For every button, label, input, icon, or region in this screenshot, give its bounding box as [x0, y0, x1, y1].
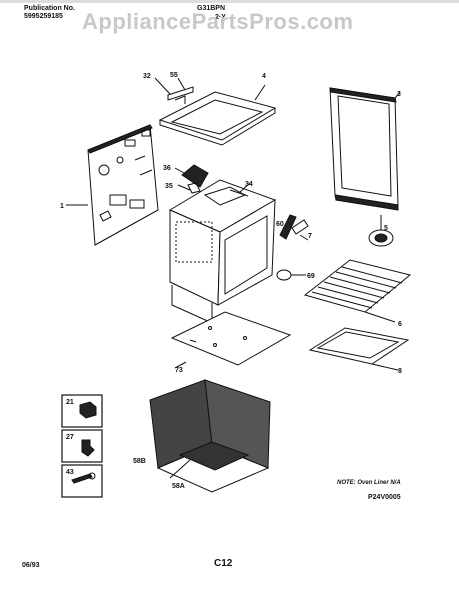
label-part-32: 32	[143, 73, 151, 80]
label-part-43: 43	[66, 469, 74, 476]
label-part-6: 6	[398, 321, 402, 328]
label-part-35: 35	[165, 183, 173, 190]
oven-door	[329, 87, 401, 211]
broiler-pan	[308, 327, 410, 371]
top-border	[0, 0, 459, 3]
inset-parts-group	[61, 394, 103, 498]
label-part-36: 36	[163, 165, 171, 172]
label-part-7: 7	[308, 233, 312, 240]
oven-rack	[303, 259, 412, 323]
label-part-4: 4	[262, 73, 266, 80]
label-part-34: 34	[245, 181, 253, 188]
label-part-60: 60	[276, 221, 284, 228]
footer-date: 06/93	[22, 562, 40, 569]
label-part-21: 21	[66, 399, 74, 406]
back-panel	[87, 124, 159, 246]
bottom-panel	[170, 311, 292, 369]
model-sub: 2·Y	[215, 14, 226, 21]
insulation-blanket	[149, 379, 271, 493]
label-part-69: 69	[307, 273, 315, 280]
drawing-code: P24V0005	[368, 494, 401, 501]
publication-number: 5995259185	[24, 13, 63, 20]
label-part-58a: 58A	[172, 483, 185, 490]
label-part-55: 55	[170, 72, 178, 79]
model-number: G31BPN	[197, 5, 226, 12]
label-part-5: 5	[384, 225, 388, 232]
part-labels: 1 3 4 5 6 7 8 21 27 32 34 35 36 43 55 58…	[60, 72, 402, 490]
page-code: C12	[214, 558, 233, 569]
oven-control	[174, 164, 209, 194]
hinge-parts	[279, 214, 309, 241]
label-part-1: 1	[60, 203, 64, 210]
oven-liner-note: NOTE: Oven Liner N/A	[337, 480, 401, 486]
label-part-3: 3	[397, 91, 401, 98]
label-part-73: 73	[175, 367, 183, 374]
watermark: AppliancePartsPros.com	[82, 9, 354, 34]
cap-part	[276, 269, 292, 281]
oven-body	[168, 179, 277, 324]
top-bracket	[154, 77, 194, 104]
knob	[368, 215, 394, 247]
top-frame	[158, 84, 277, 146]
drawing-lines	[61, 77, 412, 498]
label-part-8: 8	[398, 368, 402, 375]
publication-label: Publication No.	[24, 5, 75, 12]
label-part-27: 27	[66, 434, 74, 441]
label-part-58b: 58B	[133, 458, 146, 465]
